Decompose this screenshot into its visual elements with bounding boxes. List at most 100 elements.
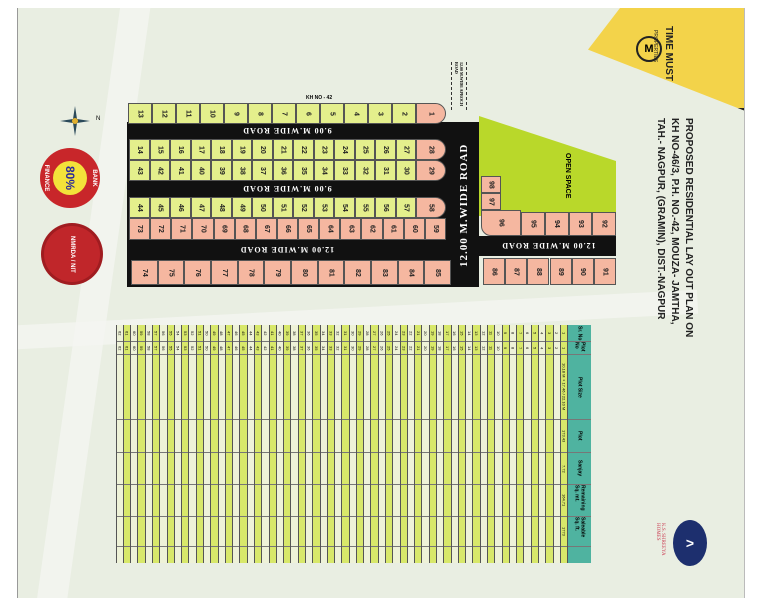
plot-81[interactable]: 81 [317,260,345,285]
plot-26[interactable]: 26 [375,139,396,160]
plot-18[interactable]: 18 [211,139,232,160]
plot-16[interactable]: 16 [170,139,191,160]
plot-7[interactable]: 7 [272,103,296,124]
plot-25[interactable]: 25 [354,139,375,160]
plot-67[interactable]: 67 [255,218,277,240]
plot-68[interactable]: 68 [234,218,256,240]
plot-6[interactable]: 6 [296,103,320,124]
table-cell [480,517,487,547]
plot-14[interactable]: 14 [129,139,150,160]
plot-58[interactable]: 58 [416,197,446,218]
plot-29[interactable]: 29 [416,160,446,181]
plot-79[interactable]: 79 [264,260,291,285]
plot-97[interactable]: 97 [481,193,501,210]
plot-39[interactable]: 39 [211,160,232,181]
plot-78[interactable]: 78 [237,260,265,285]
table-cell: 30 [349,342,356,355]
plot-4[interactable]: 4 [344,103,368,124]
plot-46[interactable]: 46 [170,197,191,218]
plot-70[interactable]: 70 [192,218,214,240]
plot-23[interactable]: 23 [313,139,334,160]
plot-65[interactable]: 65 [298,218,320,240]
plot-50[interactable]: 50 [252,197,273,218]
plot-93[interactable]: 93 [568,212,593,236]
plot-9[interactable]: 9 [224,103,248,124]
plot-88[interactable]: 88 [527,258,550,285]
plot-24[interactable]: 24 [334,139,355,160]
plot-59[interactable]: 59 [424,218,446,240]
plot-40[interactable]: 40 [190,160,211,181]
plot-98[interactable]: 98 [481,176,501,193]
plot-71[interactable]: 71 [171,218,193,240]
plot-36[interactable]: 36 [272,160,293,181]
plot-63[interactable]: 63 [340,218,362,240]
plot-55[interactable]: 55 [354,197,375,218]
plot-43[interactable]: 43 [129,160,150,181]
plot-94[interactable]: 94 [544,212,569,236]
plot-10[interactable]: 10 [200,103,224,124]
plot-11[interactable]: 11 [176,103,200,124]
plot-41[interactable]: 41 [170,160,191,181]
plot-61[interactable]: 61 [382,218,404,240]
plot-91[interactable]: 91 [593,258,616,285]
plot-5[interactable]: 5 [320,103,344,124]
plot-1[interactable]: 1 [416,103,446,124]
plot-89[interactable]: 89 [549,258,572,285]
plot-77[interactable]: 77 [211,260,238,285]
plot-66[interactable]: 66 [276,218,299,240]
plot-96[interactable]: 96 [481,210,521,236]
plot-74[interactable]: 74 [131,260,158,285]
plot-19[interactable]: 19 [231,139,252,160]
plot-87[interactable]: 87 [505,258,528,285]
plot-21[interactable]: 21 [272,139,293,160]
plot-49[interactable]: 49 [231,197,252,218]
plot-57[interactable]: 57 [395,197,416,218]
plot-32[interactable]: 32 [354,160,375,181]
plot-30[interactable]: 30 [395,160,416,181]
plot-48[interactable]: 48 [211,197,232,218]
plot-28[interactable]: 28 [416,139,446,160]
plot-95[interactable]: 95 [521,212,545,236]
plot-45[interactable]: 45 [149,197,170,218]
plot-53[interactable]: 53 [313,197,334,218]
plot-85[interactable]: 85 [424,260,451,285]
plot-20[interactable]: 20 [252,139,273,160]
plot-72[interactable]: 72 [150,218,172,240]
plot-13[interactable]: 13 [128,103,152,124]
plot-31[interactable]: 31 [375,160,396,181]
plot-3[interactable]: 3 [368,103,392,124]
plot-83[interactable]: 83 [371,260,398,285]
plot-12[interactable]: 12 [152,103,176,124]
plot-69[interactable]: 69 [213,218,235,240]
plot-35[interactable]: 35 [293,160,314,181]
plot-37[interactable]: 37 [252,160,273,181]
plot-42[interactable]: 42 [149,160,170,181]
plot-27[interactable]: 27 [395,139,416,160]
plot-86[interactable]: 86 [483,258,506,285]
plot-15[interactable]: 15 [149,139,170,160]
plot-33[interactable]: 33 [334,160,355,181]
plot-84[interactable]: 84 [397,260,425,285]
plot-73[interactable]: 73 [129,218,151,240]
plot-56[interactable]: 56 [375,197,396,218]
plot-90[interactable]: 90 [571,258,594,285]
plot-22[interactable]: 22 [293,139,314,160]
plot-47[interactable]: 47 [190,197,211,218]
plot-8[interactable]: 8 [248,103,272,124]
plot-17[interactable]: 17 [190,139,211,160]
plot-38[interactable]: 38 [231,160,252,181]
plot-51[interactable]: 51 [272,197,293,218]
plot-92[interactable]: 92 [592,212,616,236]
plot-76[interactable]: 76 [184,260,211,285]
plot-82[interactable]: 82 [344,260,371,285]
plot-62[interactable]: 62 [361,218,383,240]
plot-2[interactable]: 2 [392,103,416,124]
plot-52[interactable]: 52 [293,197,314,218]
plot-44[interactable]: 44 [129,197,150,218]
plot-60[interactable]: 60 [403,218,425,240]
plot-34[interactable]: 34 [313,160,334,181]
plot-54[interactable]: 54 [334,197,355,218]
plot-80[interactable]: 80 [291,260,318,285]
plot-64[interactable]: 64 [319,218,341,240]
plot-75[interactable]: 75 [157,260,185,285]
